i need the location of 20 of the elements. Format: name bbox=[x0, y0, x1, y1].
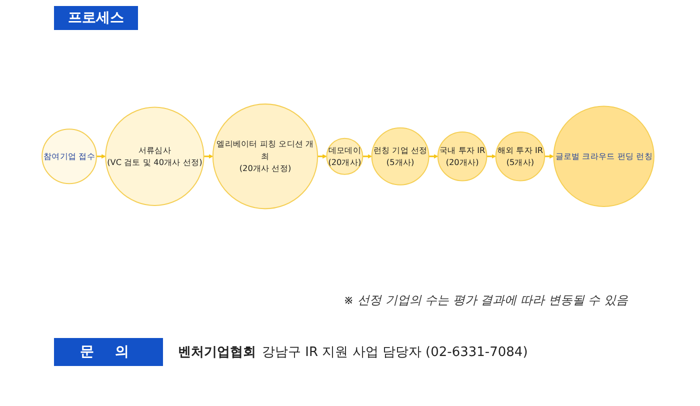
node-circle: 해외 투자 IR (5개사) bbox=[495, 131, 546, 181]
node-circle: 서류심사 (VC 검토 및 40개사 선정) bbox=[105, 106, 204, 206]
arrow bbox=[544, 154, 554, 158]
arrow bbox=[428, 154, 438, 158]
node-circle: 데모데이 (20개사) bbox=[326, 138, 364, 174]
arrow bbox=[486, 154, 496, 158]
node-circle: 엘리베이터 피칭 오디션 개최 (20개사 선정) bbox=[212, 103, 318, 209]
footnote: ※ 선정 기업의 수는 평가 결과에 따라 변동될 수 있음 bbox=[344, 292, 628, 309]
node-circle: 런칭 기업 선정 (5개사) bbox=[371, 127, 430, 185]
section-title: 문 의 bbox=[54, 338, 163, 366]
contact-info: 강남구 IR 지원 사업 담당자 (02-6331-7084) bbox=[262, 345, 528, 360]
arrow bbox=[96, 154, 106, 158]
arrow bbox=[204, 154, 214, 158]
node-circle: 국내 투자 IR (20개사) bbox=[437, 131, 488, 181]
node-circle: 글로벌 크라우드 펀딩 런칭 bbox=[553, 105, 654, 207]
section-title: 프로세스 bbox=[54, 6, 138, 30]
arrow bbox=[318, 154, 327, 158]
organization-name: 벤처기업협회 bbox=[178, 345, 256, 360]
node-circle: 참여기업 접수 bbox=[42, 128, 97, 184]
arrow bbox=[362, 154, 372, 158]
